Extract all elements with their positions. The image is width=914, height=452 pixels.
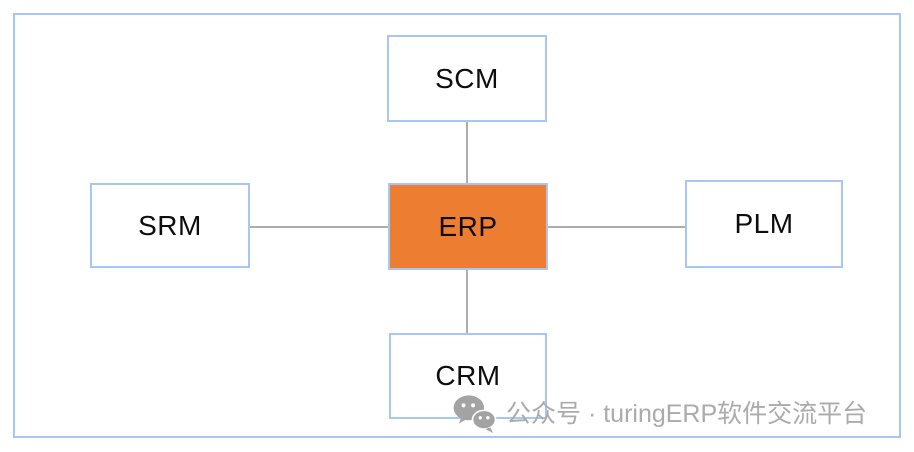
node-scm: SCM [387,35,547,122]
watermark: 公众号 · turingERP软件交流平台 [452,394,867,434]
diagram-outer-frame [13,13,901,438]
wechat-icon [453,395,497,434]
node-plm-label: PLM [734,208,794,239]
node-erp-center: ERP [388,183,548,270]
node-crm-label: CRM [435,360,501,391]
connector-erp-plm [548,226,685,228]
connector-erp-crm [466,270,468,333]
node-plm: PLM [685,180,843,268]
node-srm-label: SRM [138,209,202,241]
node-erp-label: ERP [438,210,498,242]
node-srm: SRM [90,183,250,268]
connector-erp-srm [250,226,388,228]
node-scm-label: SCM [435,62,499,94]
watermark-text: 公众号 · turingERP软件交流平台 [506,400,868,428]
connector-erp-scm [466,122,468,183]
